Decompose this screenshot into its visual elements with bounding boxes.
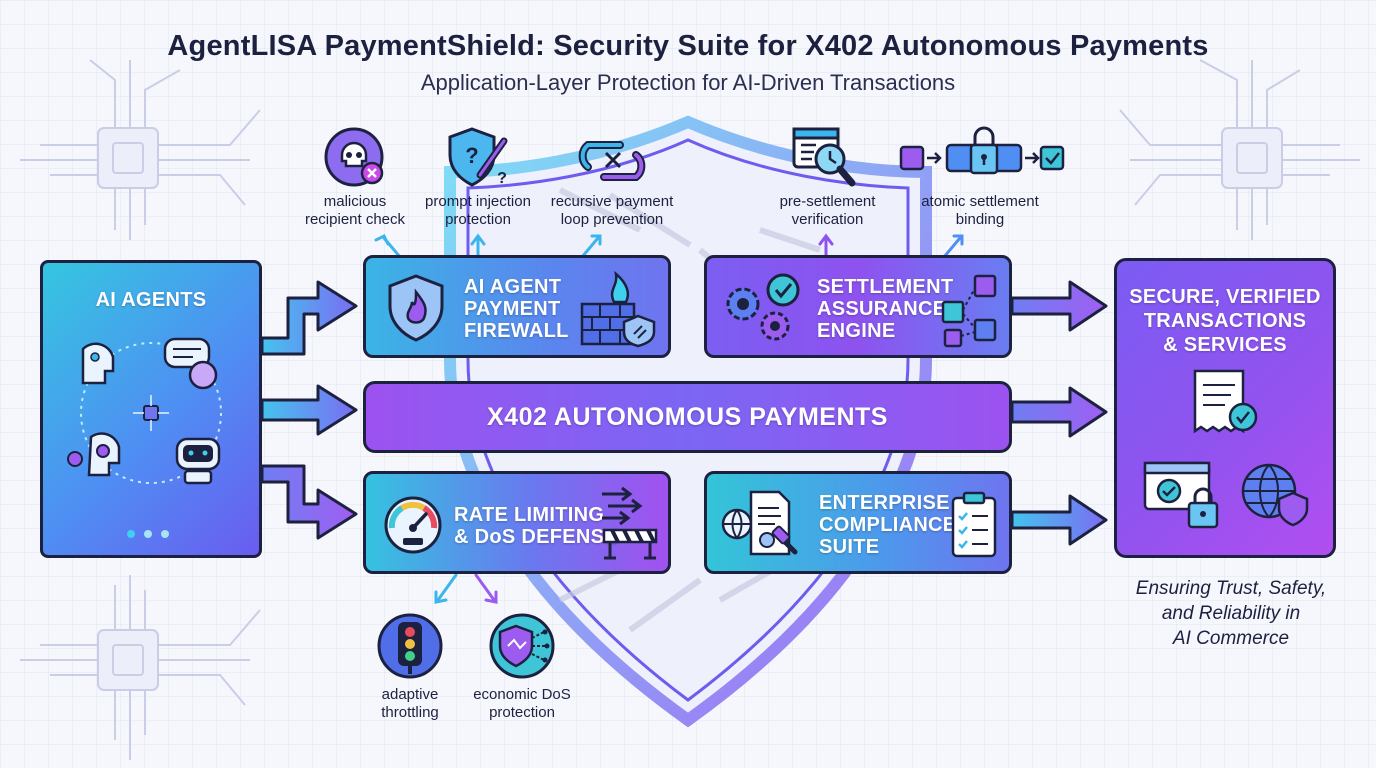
circuit-chip-left-top: [20, 59, 261, 240]
tagline-line: and Reliability in: [1161, 603, 1301, 624]
module-title-line: SUITE: [819, 536, 880, 558]
pre-settlement-feature: pre-settlement verification: [770, 125, 885, 235]
arrow-to-throttling: [436, 573, 458, 602]
clipboard-checklist-icon: [951, 491, 997, 558]
tagline: Ensuring Trust, Safety, and Reliability …: [1106, 576, 1356, 651]
skull-icon: [324, 127, 384, 187]
carousel-dots: [127, 525, 178, 543]
module-title-line: RATE LIMITING: [454, 504, 605, 526]
cubes-network-icon: [941, 274, 997, 348]
feature-label-line: binding: [955, 211, 1005, 228]
feature-label-line: recursive payment: [550, 193, 674, 210]
ai-agents-title: AI AGENTS: [95, 289, 207, 311]
feature-label-line: verification: [791, 211, 864, 228]
speedometer-icon: [384, 496, 442, 554]
module-title-line: FIREWALL: [464, 320, 569, 342]
outcome-title-line: & SERVICES: [1163, 334, 1287, 356]
document-gavel-icon: [721, 490, 798, 556]
outcome-title-line: SECURE, VERIFIED: [1129, 286, 1321, 308]
ai-agents-illustration: [67, 337, 222, 485]
malicious-recipient-feature: malicious recipient check: [300, 125, 410, 235]
feature-label-line: loop prevention: [560, 211, 664, 228]
connector-left-lower: [260, 464, 358, 540]
globe-shield-icon: [1241, 463, 1309, 527]
economic-dos-feature: economic DoS protection: [462, 608, 582, 728]
settlement-assurance-engine-panel: SETTLEMENT ASSURANCE ENGINE: [704, 255, 1012, 358]
feature-label-line: economic DoS: [473, 686, 571, 703]
module-title-line: AI AGENT: [464, 276, 562, 298]
loop-arrows-icon: [578, 141, 646, 181]
shield-flame-icon: [388, 274, 444, 342]
feature-label-line: prompt injection: [425, 193, 531, 210]
robot-icon: [175, 437, 221, 485]
connector-right-lower: [1010, 494, 1108, 546]
outcome-title-line: TRANSACTIONS: [1143, 310, 1307, 332]
module-title-line: & DoS DEFENSE: [454, 526, 618, 548]
arrow-to-loop: [580, 236, 600, 259]
chip-node-icon: [133, 395, 169, 431]
rate-limiting-dos-defense-panel: RATE LIMITING & DoS DEFENSE: [363, 471, 671, 574]
module-title-line: ASSURANCE: [817, 298, 947, 320]
connector-left-upper: [260, 280, 358, 356]
shield-syringe-icon: ? ?: [448, 127, 508, 187]
module-title-line: COMPLIANCE: [819, 514, 957, 536]
receipt-check-icon: [1193, 369, 1258, 434]
x402-autonomous-payments-bar: X402 AUTONOMOUS PAYMENTS: [363, 381, 1012, 453]
module-title-line: ENGINE: [817, 320, 896, 342]
adaptive-throttling-feature: adaptive throttling: [360, 608, 460, 728]
svg-text:?: ?: [497, 170, 507, 187]
module-title-line: PAYMENT: [464, 298, 561, 320]
ai-agent-payment-firewall-panel: AI AGENT PAYMENT FIREWALL: [363, 255, 671, 358]
x402-label: X402 AUTONOMOUS PAYMENTS: [487, 402, 888, 431]
connector-right-upper: [1010, 280, 1108, 332]
secure-transactions-panel: SECURE, VERIFIED TRANSACTIONS & SERVICES: [1114, 258, 1336, 558]
traffic-light-icon: [377, 613, 443, 679]
gears-check-icon: [726, 273, 800, 341]
carousel-dot[interactable]: [144, 530, 152, 538]
tagline-line: AI Commerce: [1172, 628, 1290, 649]
feature-label-line: adaptive: [381, 686, 439, 703]
loop-prevention-feature: recursive payment loop prevention: [542, 125, 682, 235]
carousel-dot[interactable]: [161, 530, 169, 538]
feature-label-line: protection: [489, 704, 555, 721]
connector-left-middle: [260, 384, 358, 436]
chat-bubble-icon: [163, 337, 218, 390]
feature-label-line: malicious: [323, 193, 387, 210]
circuit-chip-left-bottom: [20, 575, 261, 760]
feature-label-line: throttling: [381, 704, 439, 721]
lock-chain-icon: [899, 126, 1065, 175]
ai-agents-panel: AI AGENTS: [40, 260, 262, 558]
circuit-chip-right-top: [1119, 59, 1360, 240]
arrow-to-economic: [474, 573, 496, 602]
feature-label-line: recipient check: [304, 211, 406, 228]
enterprise-compliance-suite-panel: ENTERPRISE COMPLIANCE SUITE: [704, 471, 1012, 574]
atomic-settlement-feature: atomic settlement binding: [895, 125, 1070, 235]
module-title-line: ENTERPRISE: [819, 492, 950, 514]
module-title-line: SETTLEMENT: [817, 276, 954, 298]
shield-network-icon: [489, 613, 555, 679]
page-subtitle: Application-Layer Protection for AI-Driv…: [420, 70, 956, 95]
connector-right-middle: [1010, 386, 1108, 438]
robot-head-icon: [81, 342, 115, 385]
carousel-dot[interactable]: [127, 530, 135, 538]
gear-head-icon: [67, 432, 121, 477]
svg-text:?: ?: [465, 143, 478, 168]
tagline-line: Ensuring Trust, Safety,: [1135, 578, 1327, 599]
feature-label-line: protection: [445, 211, 511, 228]
brick-firewall-icon: [580, 270, 656, 348]
feature-label-line: atomic settlement: [921, 193, 1039, 210]
browser-lock-icon: [1143, 461, 1219, 529]
page-title: AgentLISA PaymentShield: Security Suite …: [167, 30, 1209, 62]
magnifier-clock-icon: [792, 127, 856, 187]
feature-label-line: pre-settlement: [779, 193, 876, 210]
barrier-arrows-icon: [602, 486, 658, 560]
prompt-injection-feature: ? ? prompt injection protection: [418, 125, 538, 235]
arrow-to-atomic: [942, 236, 962, 259]
